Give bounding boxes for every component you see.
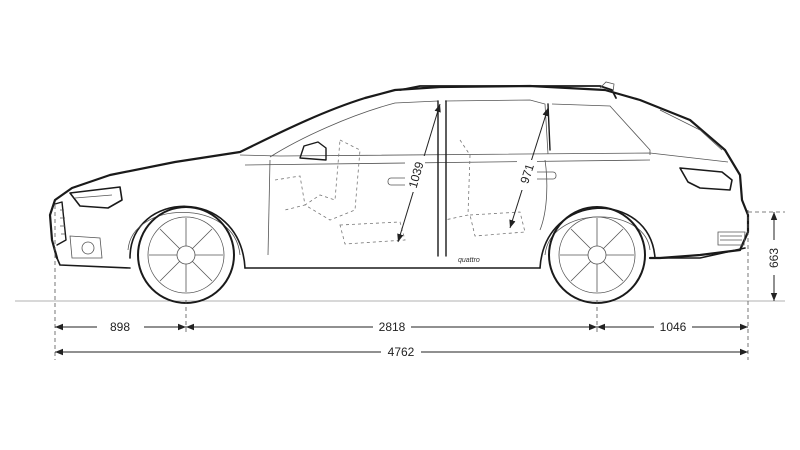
model-badge: quattro: [458, 257, 480, 264]
dim-front-overhang-label: 898: [110, 320, 130, 334]
dim-rear-headroom-label: 971: [517, 162, 537, 186]
dim-wheelbase-label: 2818: [379, 320, 406, 334]
dim-overall-length-label: 4762: [388, 345, 415, 359]
rear-wheel: [548, 206, 646, 304]
dim-height-label: 663: [767, 248, 781, 268]
dim-rear-overhang-label: 1046: [660, 320, 687, 334]
front-wheel: [137, 206, 235, 304]
